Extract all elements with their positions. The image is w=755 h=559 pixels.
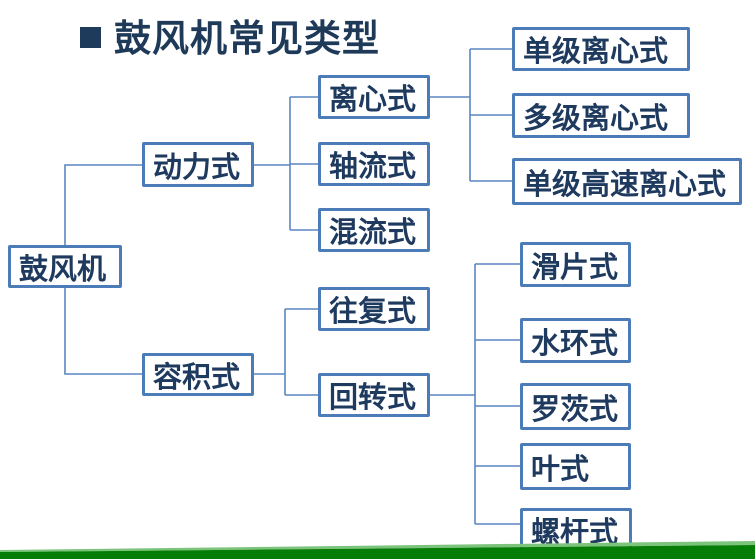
- node-axial-flow: 轴流式: [318, 142, 430, 186]
- node-dynamic-type: 动力式: [142, 142, 254, 187]
- connector-displacement-branch: [254, 308, 318, 396]
- node-roots: 罗茨式: [520, 383, 631, 430]
- connector-dynamic-branch: [254, 96, 318, 231]
- node-positive-displacement: 容积式: [142, 353, 254, 396]
- node-single-stage-high-speed-centrifugal: 单级高速离心式: [512, 158, 742, 205]
- footer-dark-green-stripe: [0, 545, 755, 559]
- connector-root-branch: [64, 164, 142, 375]
- node-centrifugal: 离心式: [318, 75, 430, 119]
- node-blower-root: 鼓风机: [8, 245, 122, 288]
- node-vane: 叶式: [520, 443, 631, 490]
- node-reciprocating: 往复式: [318, 287, 430, 331]
- connector-centrifugal-branch: [430, 48, 512, 182]
- footer-light-green-stripe: [0, 541, 755, 552]
- node-sliding-vane: 滑片式: [520, 242, 631, 287]
- node-mixed-flow: 混流式: [318, 208, 430, 252]
- footer-accent-bar: [0, 541, 755, 559]
- node-water-ring: 水环式: [520, 318, 631, 363]
- connector-rotary-branch: [430, 263, 520, 525]
- slide-title-row: 鼓风机常见类型: [80, 8, 380, 62]
- node-single-stage-centrifugal: 单级离心式: [512, 27, 690, 71]
- node-rotary: 回转式: [318, 373, 430, 417]
- node-multi-stage-centrifugal: 多级离心式: [512, 93, 690, 138]
- page-title: 鼓风机常见类型: [114, 19, 380, 60]
- square-bullet-icon: [80, 26, 101, 48]
